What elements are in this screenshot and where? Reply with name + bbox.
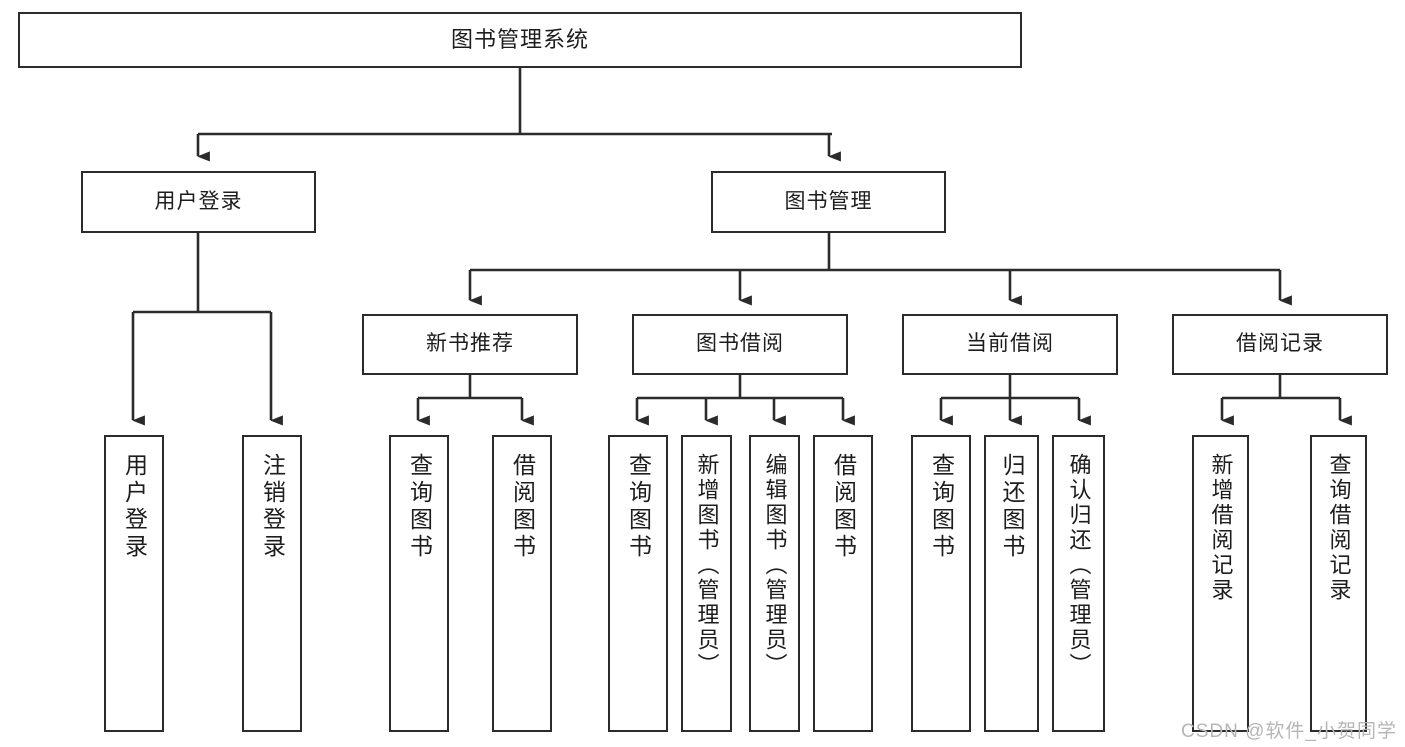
node-label: 当前借阅 <box>966 332 1054 356</box>
leaf-borrow-books[interactable]: 借阅图书 <box>813 435 873 732</box>
node-label: 借阅图书 <box>830 453 857 561</box>
leaf-user-login[interactable]: 用户登录 <box>104 435 164 732</box>
node-label: 注销登录 <box>259 453 286 561</box>
node-label: 借阅图书 <box>509 453 536 561</box>
leaf-return-books[interactable]: 归还图书 <box>984 435 1039 732</box>
node-label: 新增借阅记录 <box>1208 453 1234 603</box>
leaf-edit-book-admin[interactable]: 编辑图书（管理员） <box>749 435 800 732</box>
leaf-query-books-current[interactable]: 查询图书 <box>911 435 971 732</box>
leaf-confirm-return-admin[interactable]: 确认归还（管理员） <box>1052 435 1105 732</box>
node-book-borrowing[interactable]: 图书借阅 <box>632 314 848 375</box>
node-label: 归还图书 <box>999 453 1025 561</box>
leaf-add-borrow-record[interactable]: 新增借阅记录 <box>1192 435 1249 732</box>
node-new-book-recommendation[interactable]: 新书推荐 <box>362 314 578 375</box>
leaf-query-books-new-book[interactable]: 查询图书 <box>389 435 449 732</box>
node-label: 查询借阅记录 <box>1326 453 1352 603</box>
node-label: 查询图书 <box>928 453 955 561</box>
node-label: 查询图书 <box>406 453 433 561</box>
node-label: 编辑图书（管理员） <box>762 453 788 678</box>
node-label: 图书管理系统 <box>450 27 589 53</box>
watermark-text: CSDN @软件_小贺同学 <box>1181 721 1397 742</box>
node-borrow-records[interactable]: 借阅记录 <box>1172 314 1388 375</box>
node-label: 确认归还（管理员） <box>1066 453 1092 678</box>
leaf-logout[interactable]: 注销登录 <box>242 435 302 732</box>
node-current-borrowing[interactable]: 当前借阅 <box>902 314 1118 375</box>
node-label: 新增图书（管理员） <box>694 453 720 678</box>
node-book-management[interactable]: 图书管理 <box>711 171 946 233</box>
node-root-book-management-system[interactable]: 图书管理系统 <box>18 12 1022 68</box>
node-label: 查询图书 <box>625 453 652 561</box>
leaf-borrow-books-new-book[interactable]: 借阅图书 <box>492 435 552 732</box>
node-label: 用户登录 <box>154 189 243 213</box>
node-label: 用户登录 <box>121 453 148 561</box>
leaf-query-books-borrow[interactable]: 查询图书 <box>608 435 668 732</box>
node-label: 图书管理 <box>784 189 873 213</box>
node-label: 图书借阅 <box>696 332 784 356</box>
leaf-query-borrow-record[interactable]: 查询借阅记录 <box>1310 435 1367 732</box>
node-label: 新书推荐 <box>426 332 514 356</box>
leaf-add-book-admin[interactable]: 新增图书（管理员） <box>681 435 732 732</box>
node-user-login[interactable]: 用户登录 <box>81 171 316 233</box>
node-label: 借阅记录 <box>1236 332 1324 356</box>
